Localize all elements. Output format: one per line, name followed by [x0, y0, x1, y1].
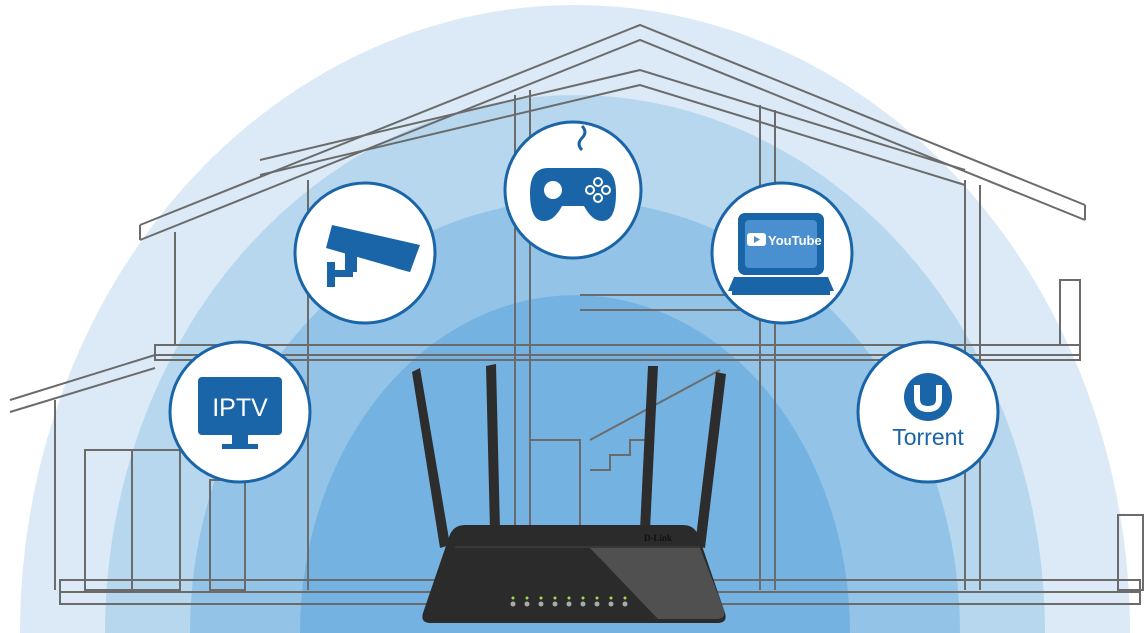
led-light: [525, 596, 529, 600]
led-status-icon: [538, 601, 544, 607]
wave-inner: [300, 295, 850, 633]
utorrent-icon: [904, 373, 952, 421]
brand-logo: D-Link: [644, 533, 672, 543]
youtube-label: YouTube: [768, 233, 822, 248]
iptv-bubble: IPTV: [168, 340, 312, 484]
led-light: [595, 596, 599, 600]
gaming-bubble: [503, 120, 643, 260]
camera-bubble: [293, 181, 437, 325]
torrent-label: Torrent: [892, 424, 964, 450]
led-status-icon: [594, 601, 600, 607]
led-status-icon: [608, 601, 614, 607]
led-status-icon: [580, 601, 586, 607]
led-light: [539, 596, 543, 600]
led-light: [609, 596, 613, 600]
led-status-icon: [552, 601, 558, 607]
tv-icon: [198, 377, 282, 449]
led-status-icon: [524, 601, 530, 607]
antenna: [412, 364, 726, 548]
led-light: [581, 596, 585, 600]
laptop-icon: [728, 213, 834, 295]
led-status-icon: [510, 601, 516, 607]
youtube-bubble: YouTube: [710, 181, 854, 325]
led-light: [553, 596, 557, 600]
iptv-label: IPTV: [212, 394, 268, 422]
led-light: [567, 596, 571, 600]
router: D-Link: [412, 364, 726, 623]
torrent-bubble: Torrent: [856, 340, 1000, 484]
gamepad-icon: [530, 168, 616, 221]
status-leds: [510, 596, 628, 607]
led-status-icon: [622, 601, 628, 607]
led-status-icon: [566, 601, 572, 607]
led-light: [511, 596, 515, 600]
security-camera-icon: [326, 225, 420, 287]
led-light: [623, 596, 627, 600]
